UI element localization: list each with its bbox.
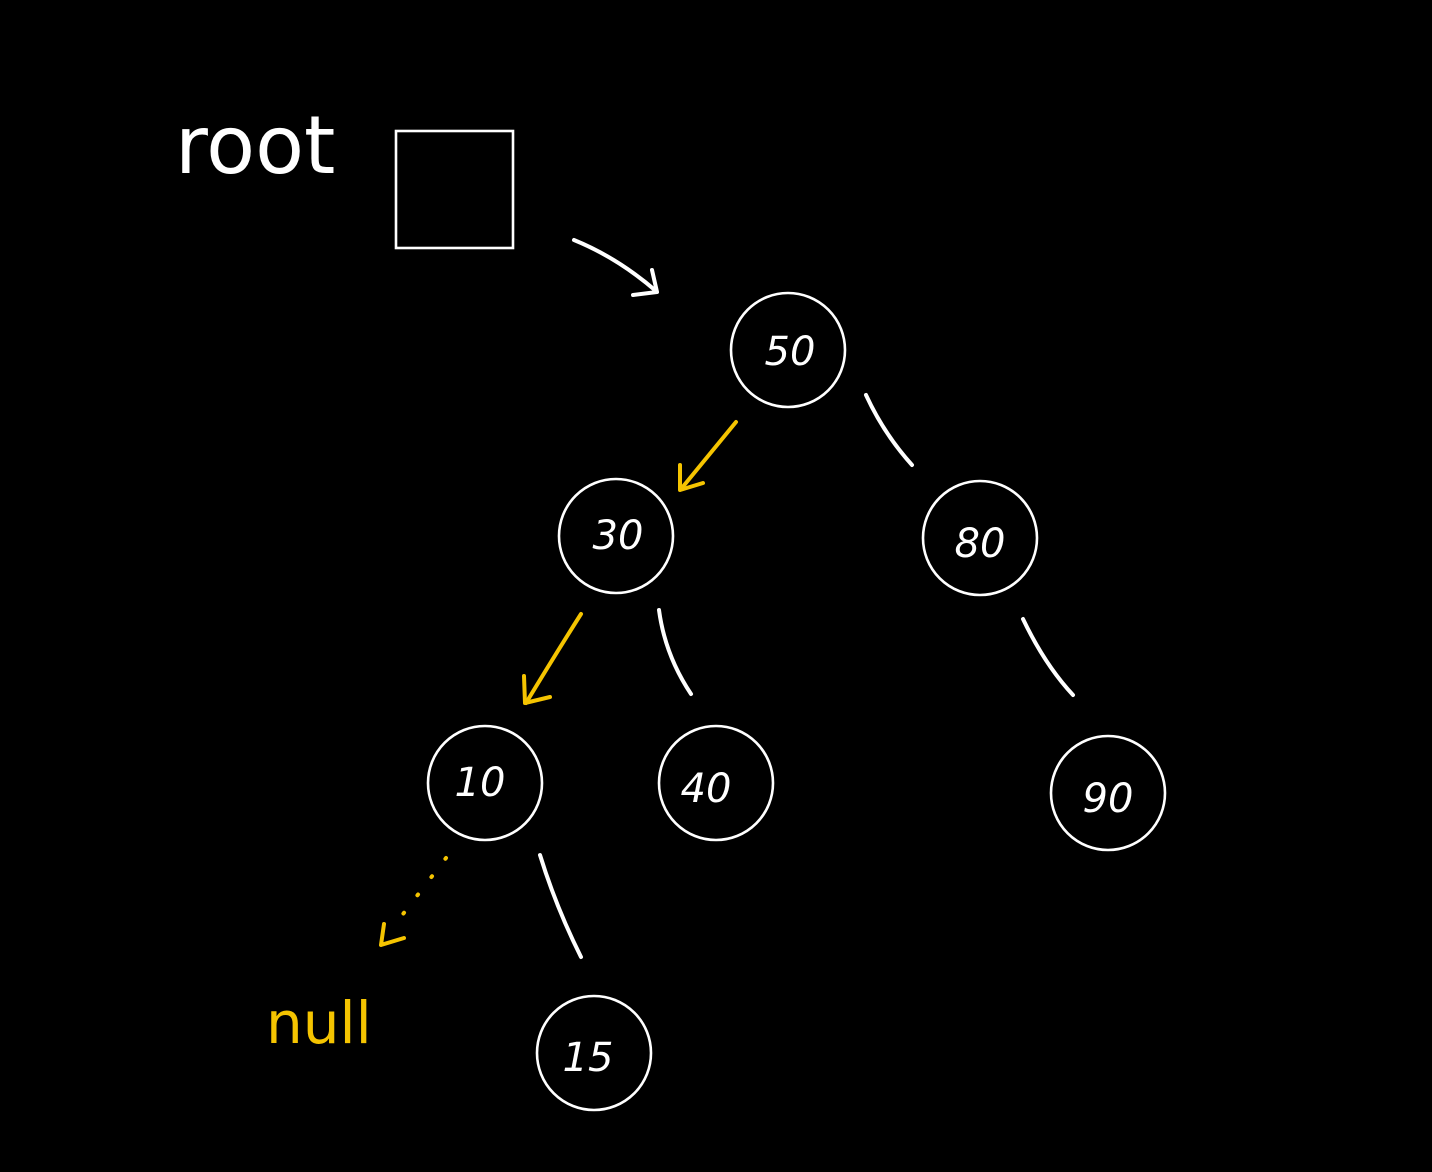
tree-node-10: 10	[426, 724, 544, 842]
edge-50-to-30-arrow	[678, 420, 738, 492]
edge-10-to-15	[538, 853, 583, 959]
edge-10-to-null-dotted-arrow	[379, 856, 448, 947]
null-label: null	[266, 989, 372, 1057]
node-40-label: 40	[681, 766, 732, 812]
edge-30-to-10-arrow	[522, 612, 583, 705]
tree-node-80: 80	[921, 479, 1039, 597]
root-label: root	[175, 99, 335, 192]
tree-node-30: 30	[557, 477, 675, 595]
node-30-label: 30	[593, 513, 644, 559]
tree-node-40: 40	[657, 724, 775, 842]
root-to-50-arrow	[572, 238, 659, 297]
tree-node-50: 50	[729, 291, 847, 409]
node-80-label: 80	[955, 521, 1006, 567]
node-50-label: 50	[765, 329, 816, 375]
edge-30-to-40	[657, 608, 693, 696]
edge-80-to-90	[1021, 617, 1075, 697]
node-15-label: 15	[563, 1035, 614, 1081]
tree-node-90: 90	[1049, 734, 1167, 852]
node-90-label: 90	[1083, 776, 1134, 822]
tree-node-15: 15	[535, 994, 653, 1112]
root-pointer-box	[394, 129, 515, 250]
edge-50-to-80	[864, 393, 914, 467]
node-10-label: 10	[455, 760, 506, 806]
